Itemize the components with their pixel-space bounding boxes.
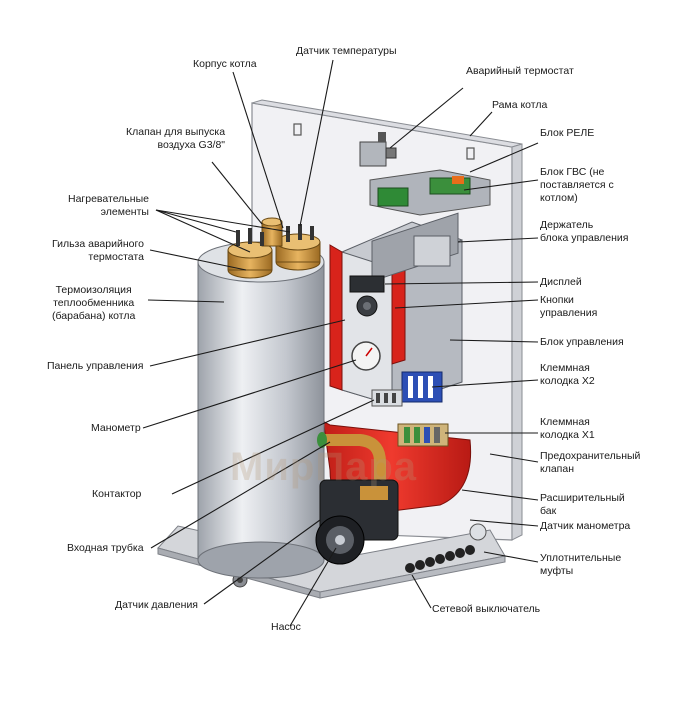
pump bbox=[315, 479, 399, 565]
cable-glands bbox=[405, 523, 487, 573]
label-nagrev: Нагревательные элементы bbox=[68, 193, 149, 218]
contactor-strip bbox=[371, 389, 403, 407]
relay-block bbox=[369, 169, 491, 216]
label-setevoi: Сетевой выключатель bbox=[432, 603, 541, 615]
label-manometr: Манометр bbox=[91, 422, 141, 434]
label-panel: Панель управления bbox=[47, 360, 144, 372]
label-blok-gvs: Блок ГВС (не поставляется с котлом) bbox=[540, 166, 614, 204]
label-blok-rele: Блок РЕЛЕ bbox=[540, 127, 595, 139]
display-panel bbox=[349, 275, 385, 317]
leader-lines bbox=[142, 59, 539, 627]
emergency-thermostat-device bbox=[359, 132, 397, 167]
label-termoizol: Термоизоляция теплообменника (барабана) … bbox=[52, 284, 136, 322]
label-kolodka-x2: Клеммная колодка X2 bbox=[540, 362, 595, 387]
label-displei: Дисплей bbox=[540, 276, 582, 288]
terminal-block-x1 bbox=[397, 423, 449, 447]
label-kolodka-x1: Клеммная колодка X1 bbox=[540, 416, 595, 441]
label-datchik-temp: Датчик температуры bbox=[296, 45, 397, 57]
watermark: МирПара bbox=[230, 445, 418, 489]
label-kontaktor: Контактор bbox=[92, 488, 142, 500]
label-blok-upr: Блок управления bbox=[540, 336, 624, 348]
label-derzhatel: Держатель блока управления bbox=[540, 219, 629, 244]
label-klapan-vypuska: Клапан для выпуска воздуха G3/8" bbox=[126, 126, 226, 151]
label-rama: Рама котла bbox=[492, 99, 548, 111]
label-rasshir: Расширительный бак bbox=[540, 492, 625, 517]
heat-exchanger-tank bbox=[197, 241, 325, 579]
inlet-pipe bbox=[317, 432, 386, 480]
label-gilza: Гильза аварийного термостата bbox=[52, 238, 144, 263]
label-avar-termostat: Аварийный термостат bbox=[466, 65, 574, 77]
label-datchik-davl: Датчик давления bbox=[115, 599, 198, 611]
label-knopki: Кнопки управления bbox=[540, 294, 598, 319]
label-predohran: Предохранительный клапан bbox=[540, 450, 641, 475]
label-vhodnaya: Входная трубка bbox=[67, 542, 144, 554]
label-uplotnit: Уплотнительные муфты bbox=[540, 552, 622, 577]
manometer bbox=[351, 341, 381, 371]
label-datchik-manom: Датчик манометра bbox=[540, 520, 631, 532]
heating-elements bbox=[227, 217, 321, 279]
label-nasos: Насос bbox=[271, 621, 301, 633]
label-korpus: Корпус котла bbox=[193, 58, 257, 70]
